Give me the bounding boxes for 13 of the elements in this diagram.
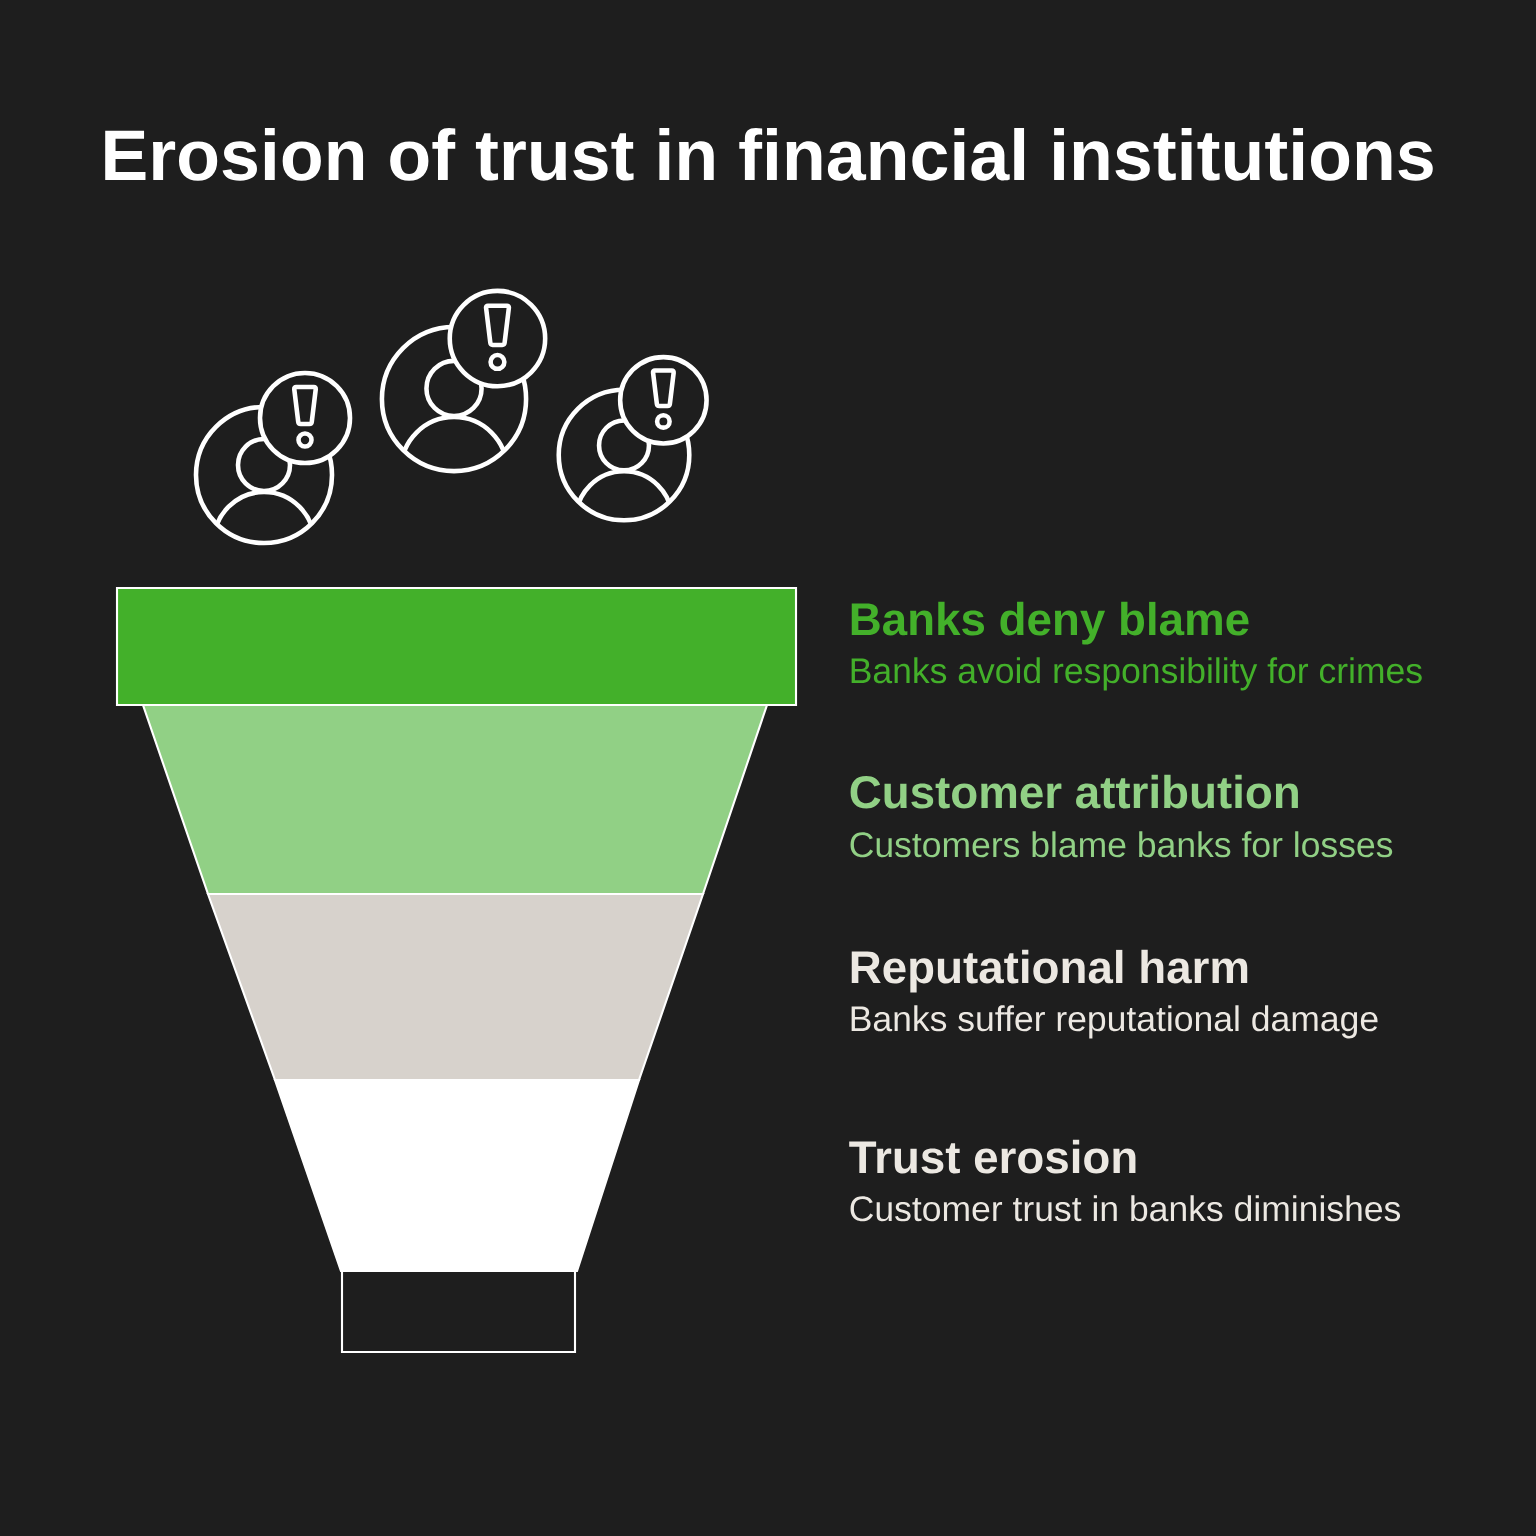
stage-description: Banks suffer reputational damage <box>851 1005 1378 1039</box>
funnel-band <box>273 1078 641 1273</box>
stage-title: Customer attribution <box>850 774 1298 809</box>
funnel-band <box>115 586 798 707</box>
stage-title: Banks deny blame <box>851 601 1249 645</box>
stage-title: Trust erosion <box>849 1139 1136 1174</box>
funnel-band <box>206 892 705 1082</box>
funnel-band <box>340 1269 577 1354</box>
stage-description: Customers blame banks for losses <box>850 831 1393 858</box>
stage-description: Customer trust in banks diminishes <box>850 1195 1401 1222</box>
stage-description: Banks avoid responsibility for crimes <box>851 657 1422 691</box>
title: Erosion of trust in financial institutions <box>105 128 1433 181</box>
stage-title: Reputational harm <box>851 949 1248 993</box>
